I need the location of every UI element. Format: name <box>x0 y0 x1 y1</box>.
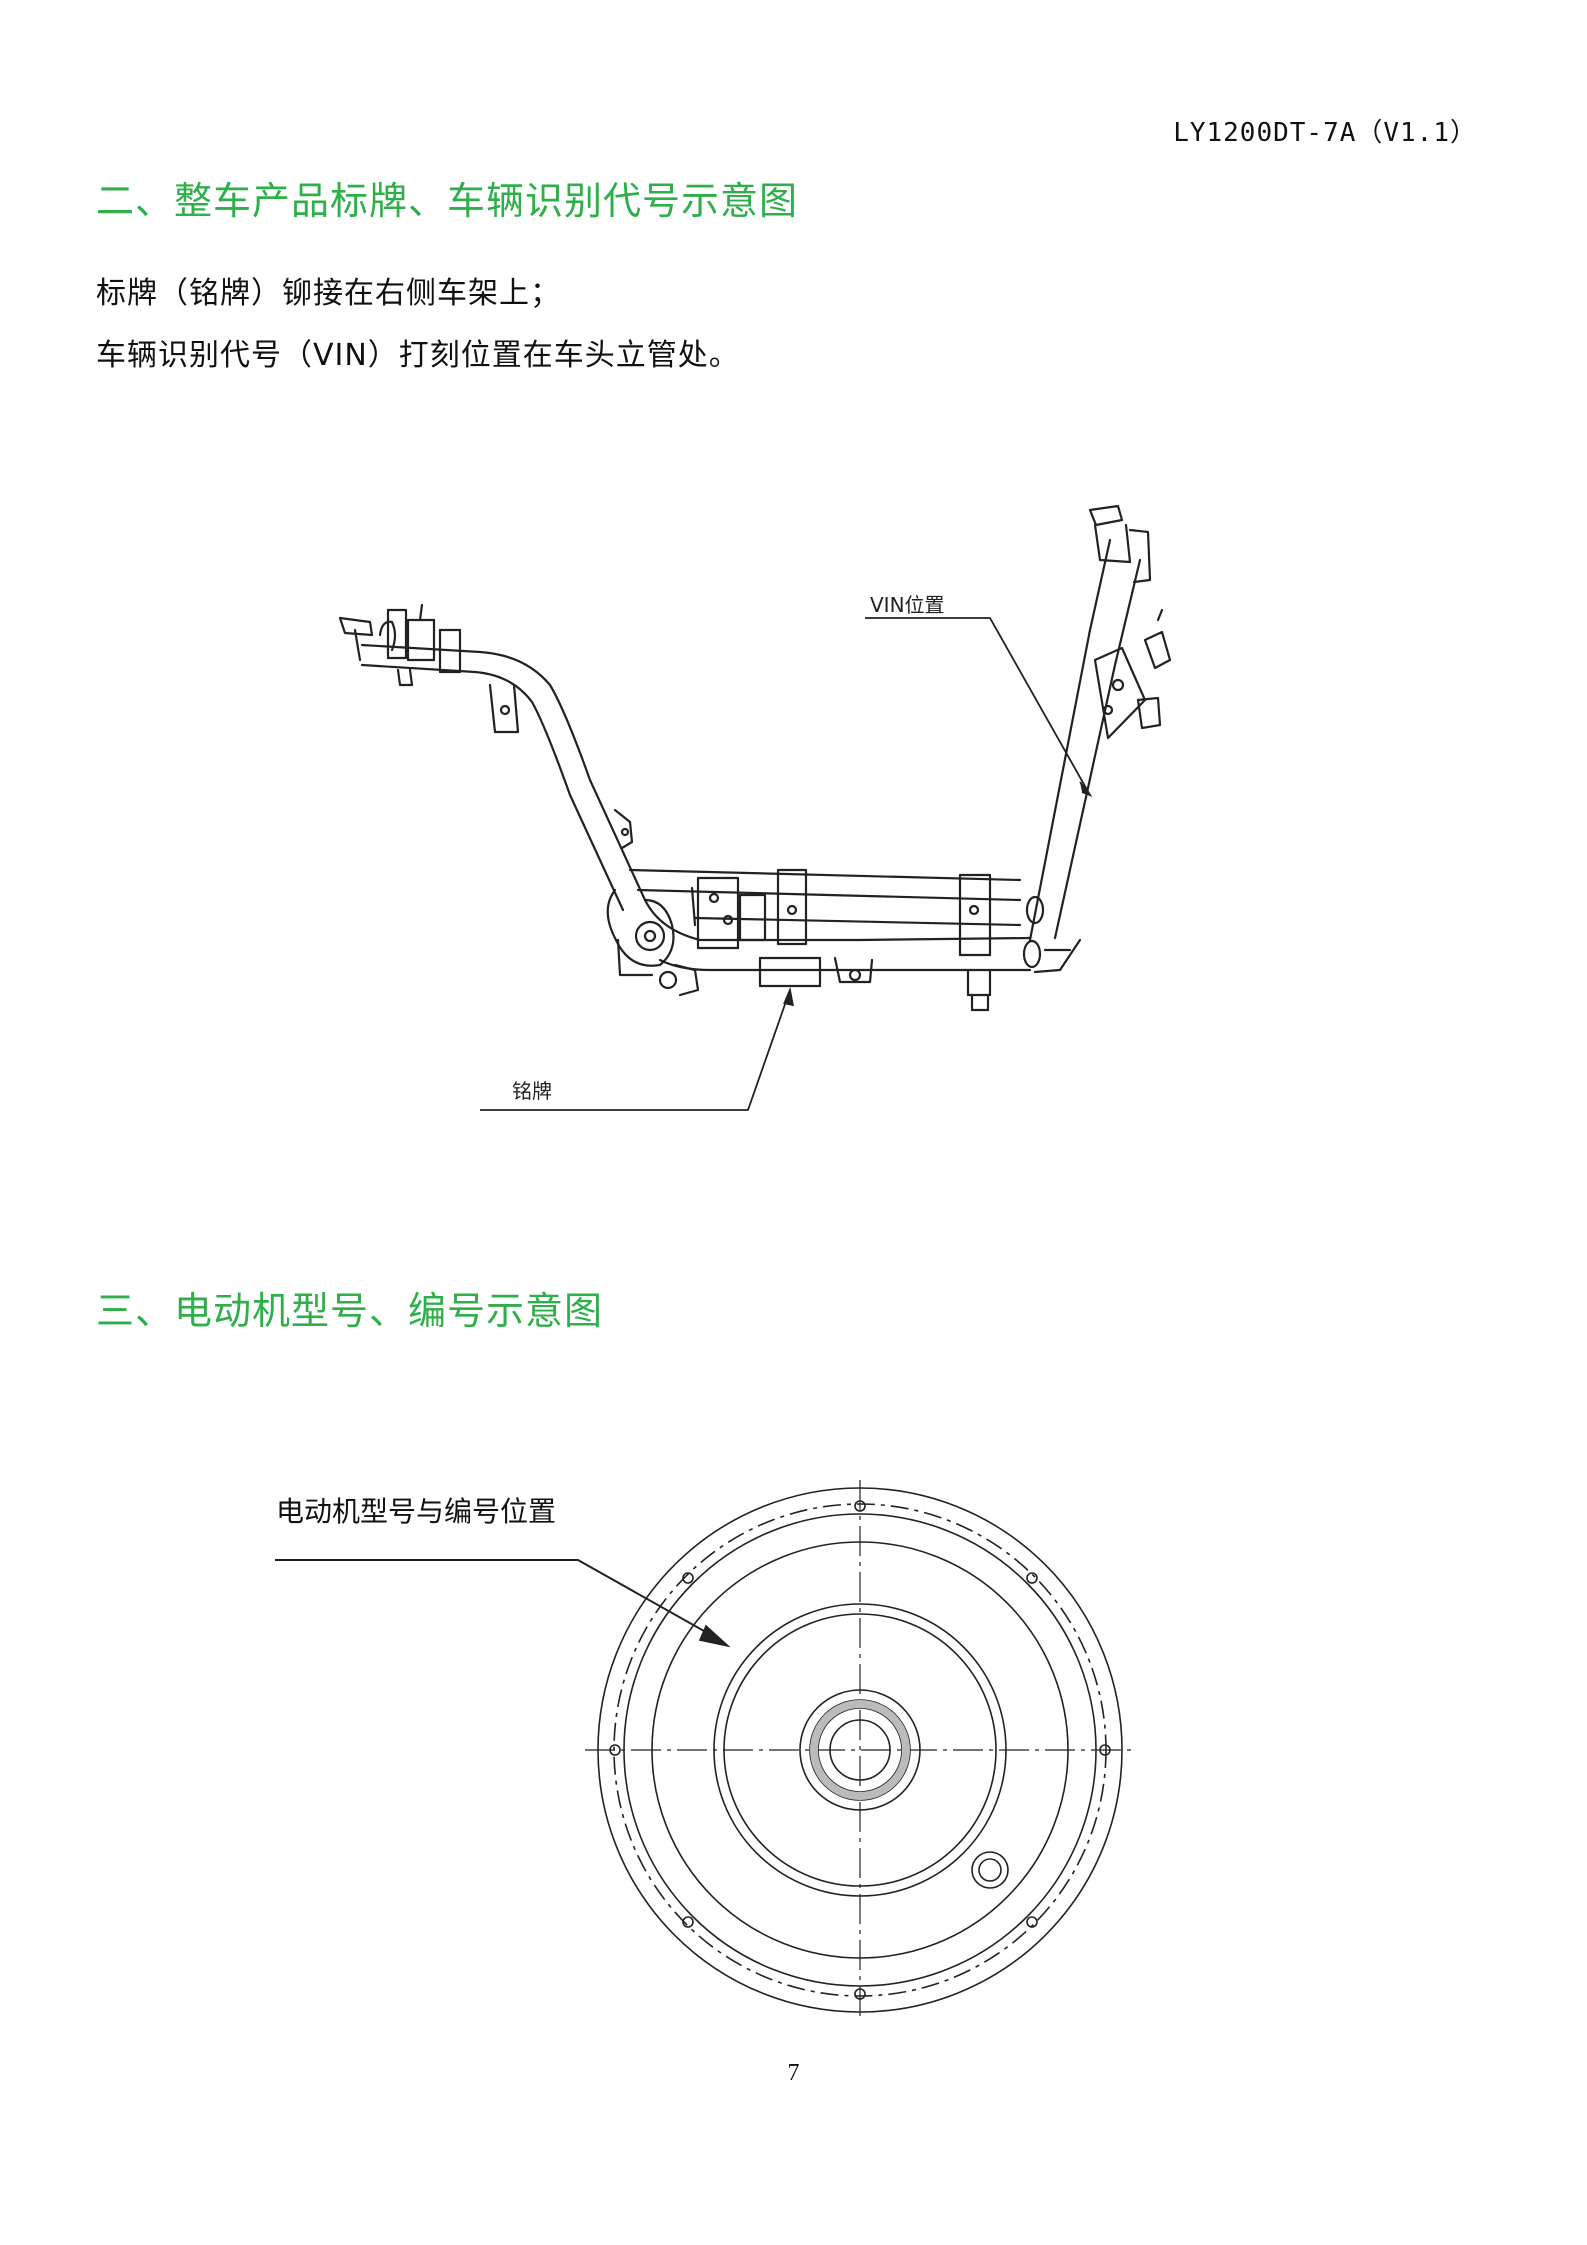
nameplate-label: 铭牌 <box>512 1079 552 1103</box>
vehicle-frame-diagram: VIN位置 铭牌 <box>338 504 1172 1111</box>
vin-callout <box>865 617 1093 797</box>
section-3-title: 三、电动机型号、编号示意图 <box>96 1289 604 1333</box>
frame-outline <box>338 504 1172 1012</box>
motor-diagram <box>275 1480 1135 2020</box>
section-2-title: 二、整车产品标牌、车辆识别代号示意图 <box>96 179 799 223</box>
section-2-line-2: 车辆识别代号（VIN）打刻位置在车头立管处。 <box>96 338 740 373</box>
motor-callout-label: 电动机型号与编号位置 <box>276 1495 557 1528</box>
section-2-line-1: 标牌（铭牌）铆接在右侧车架上； <box>96 276 561 311</box>
vin-position-label: VIN位置 <box>870 593 945 617</box>
nameplate-callout <box>480 986 794 1111</box>
document-code: LY1200DT-7A（V1.1） <box>1173 118 1477 148</box>
page-number: 7 <box>787 2060 800 2086</box>
